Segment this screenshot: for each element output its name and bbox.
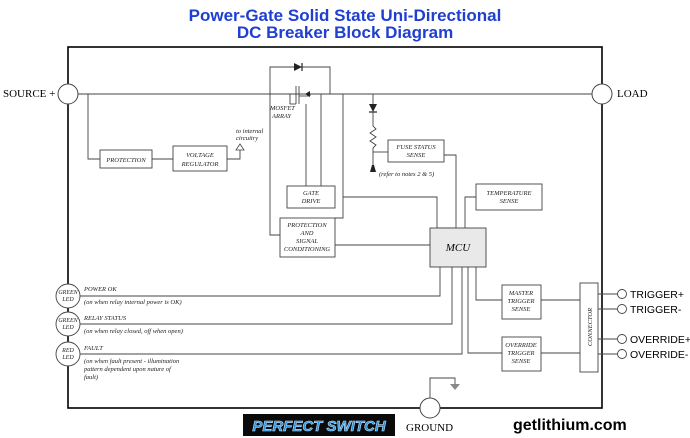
ground-terminal — [419, 397, 441, 419]
fuse-status-label-2: SENSE — [407, 152, 426, 159]
trigger-plus-terminal — [617, 289, 627, 299]
mcu-block — [429, 227, 487, 268]
temperature-sense-label-2: SENSE — [500, 198, 519, 205]
mosfet-array-label-2: ARRAY — [271, 113, 293, 120]
protection-signal-label-1: PROTECTION — [286, 222, 327, 229]
fuse-note: (refer to notes 2 & 5) — [379, 171, 434, 178]
perfect-switch-logo: PERFECT SWITCH — [243, 414, 395, 436]
protection-signal-label-4: CONDITIONING — [284, 246, 331, 253]
power-supply-chain: PROTECTION VOLTAGE REGULATOR to internal… — [87, 94, 263, 172]
green-led-icon — [55, 283, 81, 309]
main-bus-wiring — [78, 63, 592, 172]
protection-signal-label-2: AND — [300, 230, 314, 237]
override-trigger-label-2: TRIGGER — [507, 350, 534, 357]
indicator-note: fault) — [84, 374, 98, 381]
title-line-2: DC Breaker Block Diagram — [237, 23, 453, 42]
gate-drive-label-1: GATE — [303, 190, 319, 197]
protection-signal-block — [279, 217, 336, 258]
green-led-icon — [55, 311, 81, 337]
indicator-label: FAULT — [83, 345, 103, 352]
trigger-plus-label: TRIGGER+ — [630, 289, 684, 301]
protection-signal-label-3: SIGNAL — [296, 238, 318, 245]
temperature-sense-block — [475, 183, 543, 211]
fuse-status-block — [387, 139, 445, 163]
override-trigger-label-1: OVERRIDE — [505, 342, 536, 349]
mcu-label: MCU — [445, 242, 472, 254]
fuse-status-label-1: FUSE STATUS — [395, 144, 436, 151]
mosfet-array-label-1: MOSFET — [269, 105, 295, 112]
internal-circuitry-label-2: circuitry — [236, 135, 258, 142]
connector-label: CONNECTOR — [587, 308, 594, 346]
led-indicator-fault: RED LED FAULT (on when fault present - i… — [55, 267, 463, 381]
led-label-top: GREEN — [58, 290, 78, 296]
load-terminal — [591, 83, 613, 105]
trigger-minus-label: TRIGGER- — [630, 304, 682, 316]
voltage-regulator-block — [172, 145, 228, 172]
indicator-note: (on when fault present - illumination — [84, 358, 179, 365]
led-label-bottom: LED — [61, 297, 74, 303]
temperature-sense-label-1: TEMPERATURE — [487, 190, 532, 197]
led-indicator-power-ok: GREEN LED POWER OK (on when relay intern… — [55, 267, 441, 309]
led-indicator-relay-status: GREEN LED RELAY STATUS (on when relay cl… — [55, 267, 453, 337]
override-trigger-label-3: SENSE — [512, 358, 531, 365]
led-label-bottom: LED — [61, 325, 74, 331]
red-led-icon — [55, 341, 81, 367]
override-trigger-block — [501, 336, 542, 372]
trigger-minus-terminal — [617, 304, 627, 314]
ground-arrow-icon — [450, 384, 460, 390]
led-label-top: GREEN — [58, 318, 78, 324]
master-trigger-label-3: SENSE — [512, 306, 531, 313]
voltage-regulator-label-2: REGULATOR — [181, 161, 219, 168]
override-minus-terminal — [617, 349, 627, 359]
arrow-up-icon — [235, 143, 245, 151]
led-label-top: RED — [61, 348, 74, 354]
website-text: getlithium.com — [513, 417, 627, 434]
source-terminal — [57, 83, 79, 105]
master-trigger-block — [501, 284, 542, 320]
title-line-1: Power-Gate Solid State Uni-Directional — [189, 6, 502, 25]
indicator-label: POWER OK — [83, 286, 117, 293]
trigger-wiring — [467, 267, 622, 355]
logo-text: PERFECT SWITCH — [252, 418, 386, 435]
master-trigger-label-1: MASTER — [508, 290, 533, 297]
load-terminal-label: LOAD — [617, 88, 648, 100]
ground-terminal-label: GROUND — [406, 422, 453, 434]
gate-drive-label-2: DRIVE — [301, 198, 321, 205]
indicator-note: (on when relay internal power is OK) — [84, 299, 182, 306]
master-trigger-label-2: TRIGGER — [507, 298, 534, 305]
led-label-bottom: LED — [61, 355, 74, 361]
internal-circuitry-label-1: to internal — [236, 128, 263, 135]
override-minus-label: OVERRIDE- — [630, 349, 689, 361]
indicator-label: RELAY STATUS — [83, 315, 127, 322]
control-wiring — [269, 94, 476, 246]
ground-connection — [429, 377, 460, 398]
voltage-regulator-label-1: VOLTAGE — [186, 152, 214, 159]
gate-drive-block — [286, 185, 336, 209]
connector-block — [579, 282, 599, 373]
override-plus-terminal — [617, 334, 627, 344]
enclosure-border — [67, 46, 603, 409]
indicator-note: pattern dependent upon nature of — [83, 366, 172, 373]
protection-block-label: PROTECTION — [105, 157, 146, 164]
source-terminal-label: SOURCE + — [3, 88, 55, 100]
indicator-note: (on when relay closed, off when open) — [84, 328, 183, 335]
override-plus-label: OVERRIDE+ — [630, 334, 690, 346]
